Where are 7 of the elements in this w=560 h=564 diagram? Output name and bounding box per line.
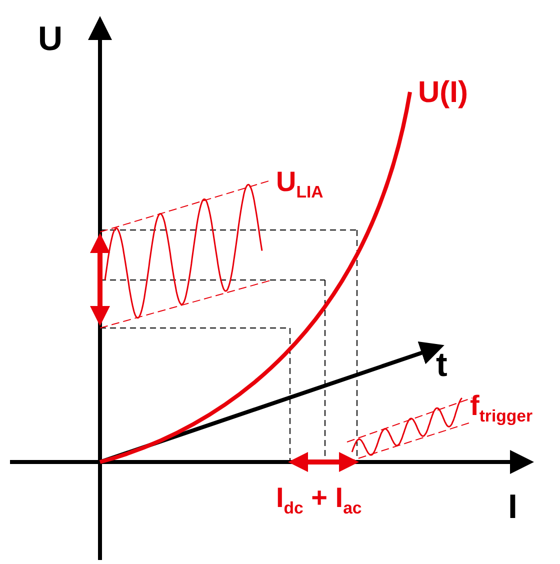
axis-label: U [38, 22, 63, 56]
signal-label: U$_{LIA}$ [276, 168, 324, 202]
signal-label: f$_{trigger}$ [470, 392, 532, 426]
axis-label: I [508, 490, 518, 524]
axis-label: t [436, 348, 448, 382]
current-label: I$_{dc}$ + I$_{ac}$ [276, 484, 362, 518]
curve-label: U(I) [418, 78, 468, 108]
